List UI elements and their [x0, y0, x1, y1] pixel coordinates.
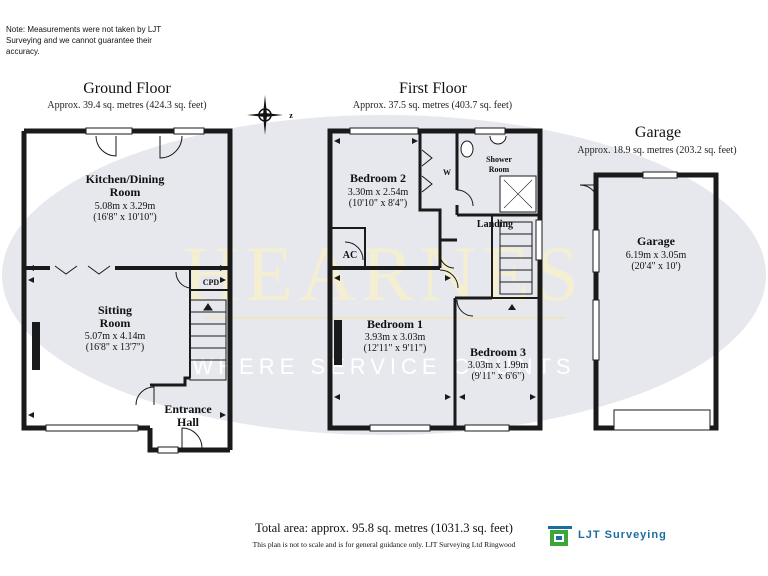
compass-icon: z: [247, 95, 293, 135]
bedroom-3-size: 3.03m x 1.99m: [467, 360, 529, 371]
garage-room-imperial: (20'4" x 10'): [631, 261, 681, 272]
ljt-surveying-logo: LJT Surveying: [548, 522, 708, 550]
bedroom-1-size: 3.93m x 3.03m: [364, 332, 426, 343]
sitting-room-label: Sitting Room: [97, 303, 132, 330]
watermark-oval: [2, 115, 766, 435]
garage-area: Approx. 18.9 sq. metres (203.2 sq. feet): [577, 145, 737, 156]
compass-label: z: [289, 111, 293, 120]
watermark-main: HEARNES: [183, 230, 585, 317]
bedroom-2-imperial: (10'10" x 8'4"): [348, 198, 408, 209]
bedroom-1-imperial: (12'11" x 9'11"): [363, 343, 427, 354]
landing-label: Landing: [476, 219, 514, 230]
cpd-label: CPD: [202, 278, 220, 287]
bedroom-3-label: Bedroom 3: [469, 345, 527, 359]
garage-room-label: Garage: [637, 234, 675, 248]
bedroom-2-size: 3.30m x 2.54m: [347, 187, 409, 198]
sitting-room-imperial: (16'8" x 13'7"): [85, 342, 145, 353]
bedroom-2-label: Bedroom 2: [349, 171, 407, 185]
sitting-room-size: 5.07m x 4.14m: [84, 331, 146, 342]
bedroom-1-label: Bedroom 1: [366, 317, 424, 331]
airing-cupboard-label: AC: [342, 250, 358, 261]
ljt-logo-text: LJT Surveying: [578, 529, 667, 541]
disclaimer: This plan is not to scale and is for gen…: [252, 540, 516, 549]
measurement-note: Note: Measurements were not taken by LJT…: [6, 25, 162, 56]
ground-floor-area: Approx. 39.4 sq. metres (424.3 sq. feet): [47, 100, 207, 111]
wardrobe-label: W: [443, 168, 451, 177]
garage-room-size: 6.19m x 3.05m: [625, 250, 687, 261]
total-area: Total area: approx. 95.8 sq. metres (103…: [255, 521, 513, 535]
shower-room-label: Shower Room: [486, 155, 512, 174]
kitchen-dining-size: 5.08m x 3.29m: [94, 201, 156, 212]
first-floor-title: First Floor: [398, 80, 467, 97]
entrance-hall-label: Entrance Hall: [164, 402, 212, 429]
kitchen-dining-label: Kitchen/Dining Room: [85, 172, 165, 199]
ljt-logo-icon: [548, 526, 572, 546]
watermark-tagline: WHERE SERVICE COUNTS: [192, 354, 575, 379]
first-floor-area: Approx. 37.5 sq. metres (403.7 sq. feet): [352, 100, 513, 111]
ground-floor-title: Ground Floor: [83, 80, 171, 97]
garage-title: Garage: [634, 124, 682, 141]
kitchen-dining-imperial: (16'8" x 10'10"): [93, 212, 157, 223]
bedroom-3-imperial: (9'11" x 6'6"): [471, 371, 525, 382]
